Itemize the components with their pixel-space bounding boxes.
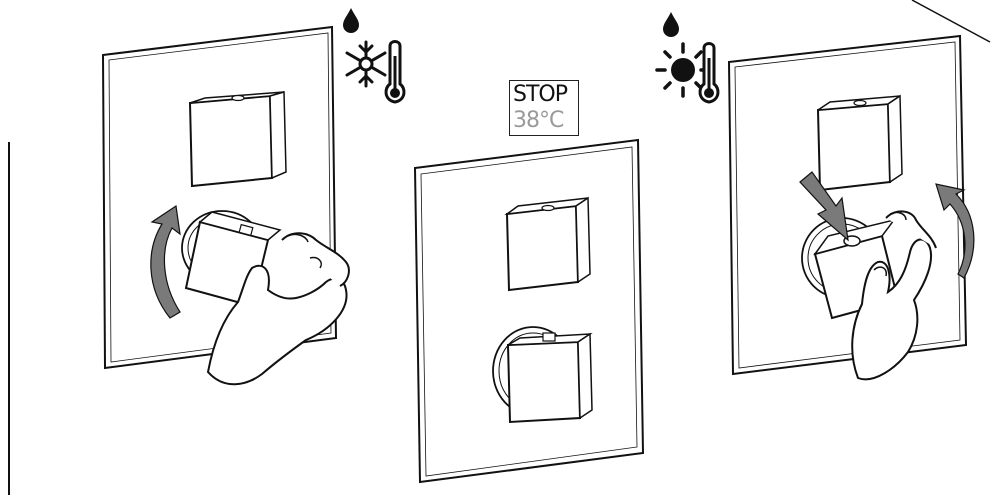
middle-lower-knob [492, 326, 593, 424]
thermometer-icon [698, 42, 720, 104]
left-panel-illustration [101, 25, 350, 386]
stop-text: STOP [513, 82, 568, 107]
stop-temperature-value: 38°C [513, 108, 564, 133]
right-upper-knob [816, 94, 903, 192]
stop-temperature-label: STOP 38°C [509, 80, 579, 136]
right-temperature-icons [655, 12, 720, 104]
middle-upper-knob [504, 196, 591, 292]
middle-wall-plate [413, 138, 645, 484]
right-hand [851, 238, 932, 381]
right-wall-plate [727, 34, 968, 376]
right-rotate-arrow [935, 183, 975, 279]
left-upper-knob [188, 91, 287, 188]
right-panel-illustration [727, 34, 975, 381]
thermometer-icon [384, 40, 406, 104]
left-rotate-arrow [150, 204, 181, 319]
left-hand [206, 264, 348, 386]
snowflake-icon [345, 40, 387, 88]
water-drop-icon [663, 12, 679, 37]
left-temperature-icons [343, 8, 406, 104]
sun-icon [655, 42, 711, 98]
water-drop-icon [343, 8, 359, 33]
middle-panel-illustration [413, 138, 645, 484]
right-pointer-arrow [799, 171, 849, 242]
wall-corner-line [911, 0, 991, 43]
right-lower-knob [801, 217, 900, 320]
